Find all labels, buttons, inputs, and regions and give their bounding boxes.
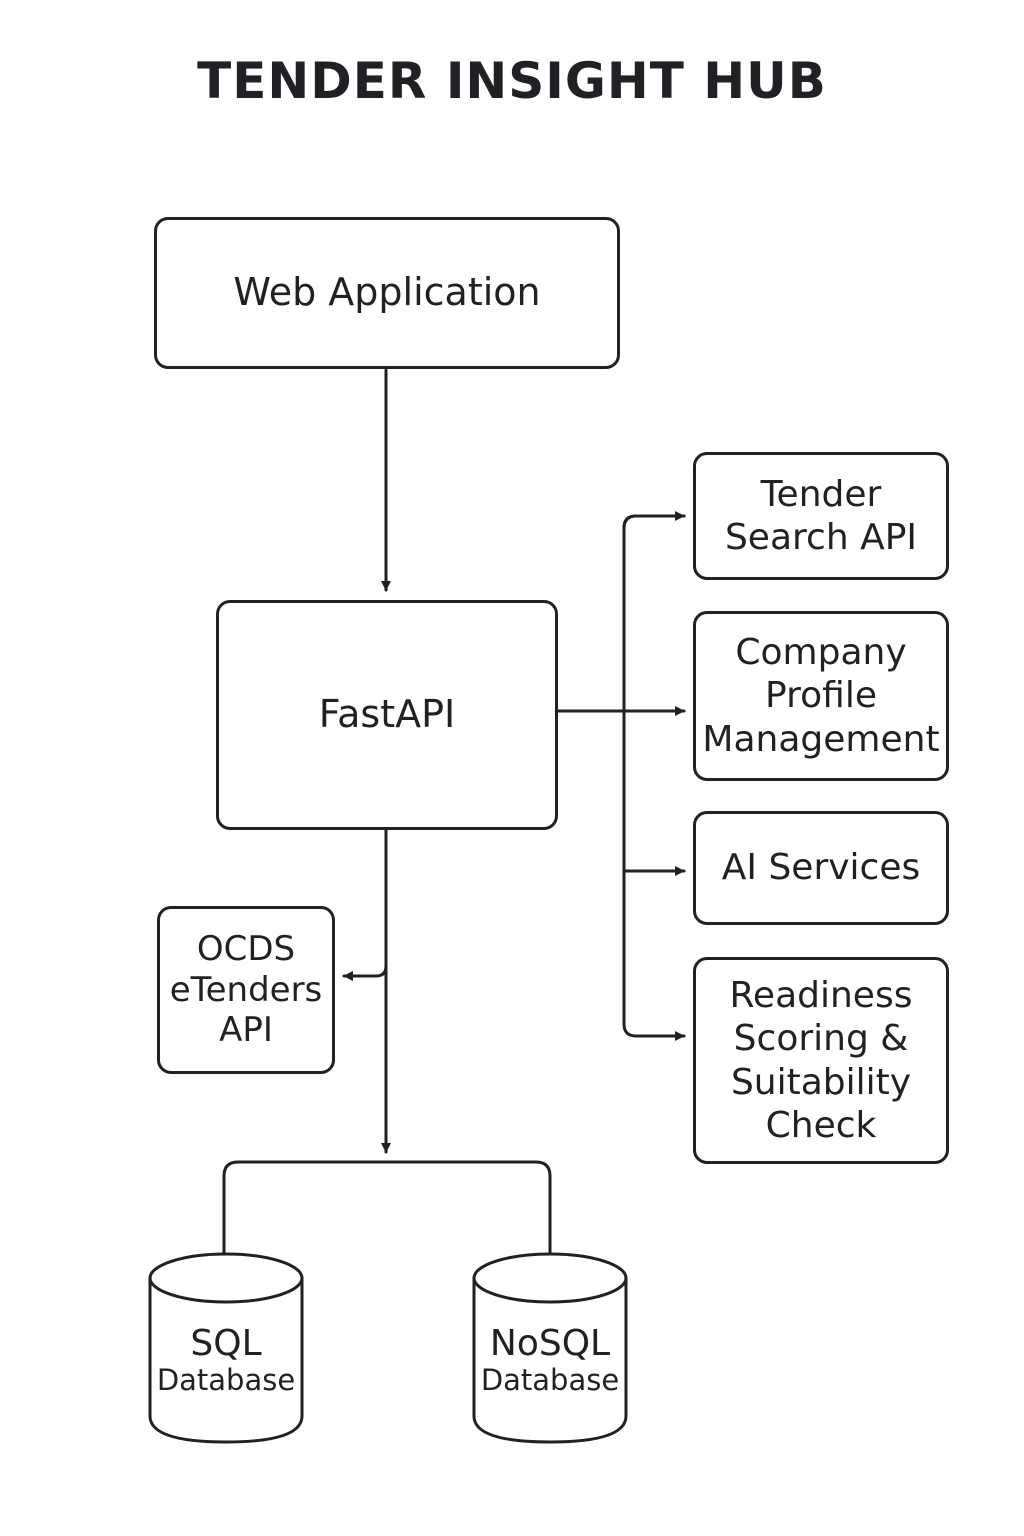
sql-database-cylinder (148, 1252, 304, 1444)
diagram-title: TENDER INSIGHT HUB (197, 52, 827, 110)
nosql-database-label: NoSQL Database (480, 1323, 620, 1398)
fastapi-node: FastAPI (216, 600, 558, 830)
sql-database-label: SQL Database (156, 1323, 296, 1398)
ai-services-node: AI Services (693, 811, 949, 925)
readiness-scoring-node: Readiness Scoring & Suitability Check (693, 957, 949, 1164)
ocds-etenders-api-node: OCDS eTenders API (157, 906, 335, 1074)
company-profile-management-node: Company Profile Management (693, 611, 949, 781)
nosql-database-cylinder (472, 1252, 628, 1444)
web-application-node: Web Application (154, 217, 620, 369)
tender-search-api-node: Tender Search API (693, 452, 949, 580)
services-bus (622, 514, 686, 1041)
arrow-to-ocds (342, 958, 388, 981)
database-split (222, 1160, 552, 1257)
